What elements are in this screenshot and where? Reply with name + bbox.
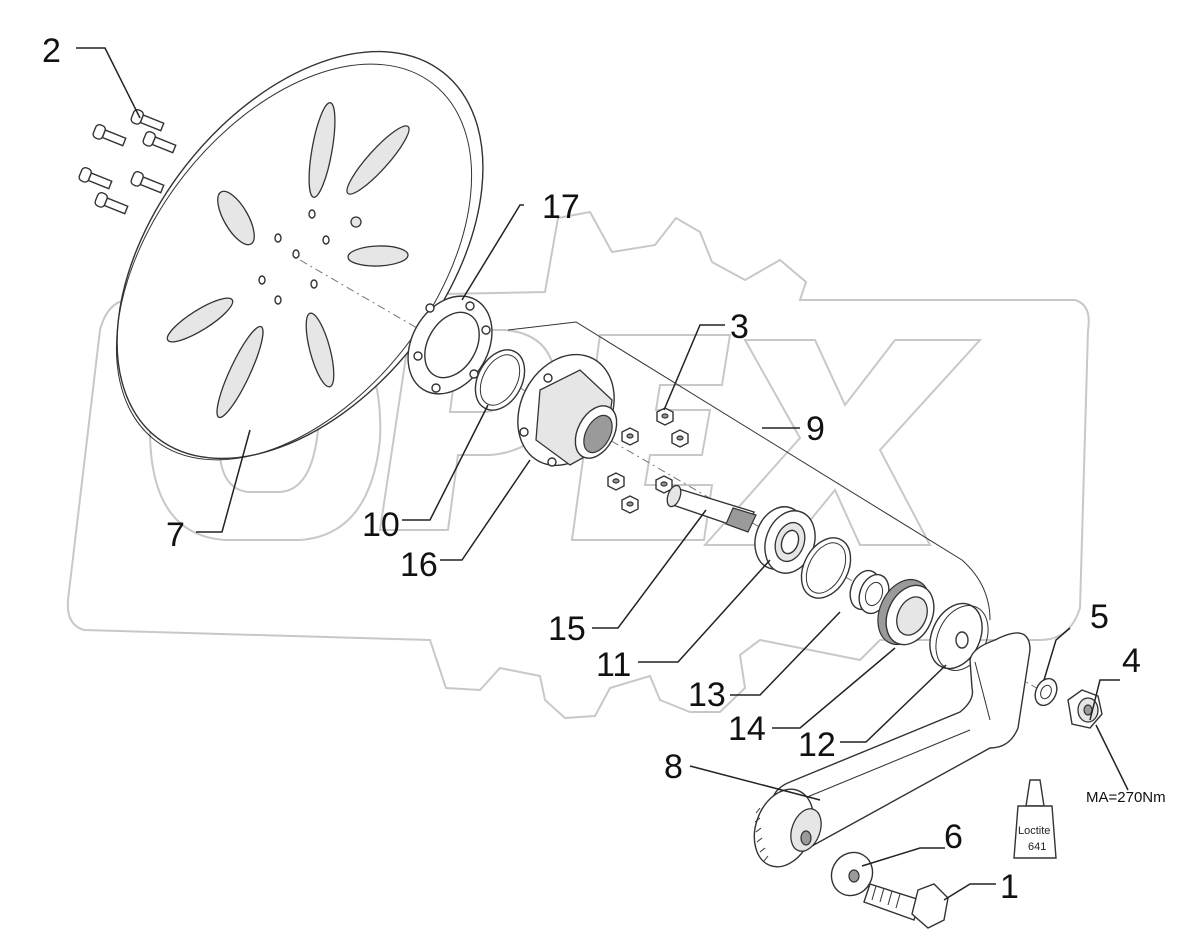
callout-10: 10 [362, 506, 400, 544]
callout-1: 1 [1000, 868, 1019, 906]
callout-8: 8 [664, 748, 683, 786]
disc-slots [166, 102, 410, 419]
callout-16: 16 [400, 546, 438, 584]
washer-large [929, 602, 989, 671]
leader-lines [76, 47, 1129, 901]
shaft [666, 484, 757, 533]
bolt-icon [78, 167, 113, 190]
circlip-outer [474, 349, 526, 411]
callout-2: 2 [42, 32, 61, 70]
callout-13: 13 [688, 676, 726, 714]
gasket-flange [407, 295, 493, 395]
nut-icon [621, 427, 639, 446]
bolt-icon [142, 131, 177, 154]
bearing [754, 506, 816, 574]
bolt-icon [130, 109, 165, 132]
watermark-letter-e [570, 334, 732, 541]
bolt-icon [92, 124, 127, 147]
bolts-group-2 [78, 109, 177, 215]
hex-bolt [863, 883, 949, 929]
lock-nut [1067, 689, 1103, 729]
assembly-axis-line [299, 259, 1041, 691]
adhesive-grade-label: 641 [1028, 841, 1046, 853]
crank-arm [753, 632, 1031, 868]
callout-6: 6 [944, 818, 963, 856]
callout-7: 7 [166, 516, 185, 554]
torque-note: MA=270Nm [1086, 789, 1166, 806]
seal-ring [877, 578, 935, 646]
bolt-icon [94, 192, 129, 215]
callout-3: 3 [730, 308, 749, 346]
callout-15: 15 [548, 610, 586, 648]
callout-11: 11 [596, 646, 631, 684]
nut-icon [621, 495, 639, 514]
disc-bolt-holes [258, 209, 362, 305]
nut-icon [671, 429, 689, 448]
watermark-letter-x [702, 339, 983, 546]
callout-17: 17 [542, 188, 580, 226]
hub-flange [517, 353, 618, 467]
callout-14: 14 [728, 710, 766, 748]
nuts-group-3 [607, 407, 689, 514]
bolt-icon [130, 171, 165, 194]
adhesive-tube-icon: Loctite 641 [1013, 779, 1057, 859]
nut-icon [607, 472, 625, 491]
callout-4: 4 [1122, 642, 1141, 680]
washer-small [1034, 677, 1058, 707]
adhesive-brand-label: Loctite [1018, 825, 1050, 837]
circlip-inner [800, 537, 852, 599]
watermark-gear-outline [66, 210, 1090, 720]
disc-plate [115, 50, 484, 461]
callout-5: 5 [1090, 598, 1109, 636]
callout-9: 9 [806, 410, 825, 448]
callout-12: 12 [798, 726, 836, 764]
nut-icon [656, 407, 674, 426]
callout-labels: 2 7 10 16 17 3 9 15 11 13 14 12 8 5 4 6 … [42, 32, 1166, 906]
